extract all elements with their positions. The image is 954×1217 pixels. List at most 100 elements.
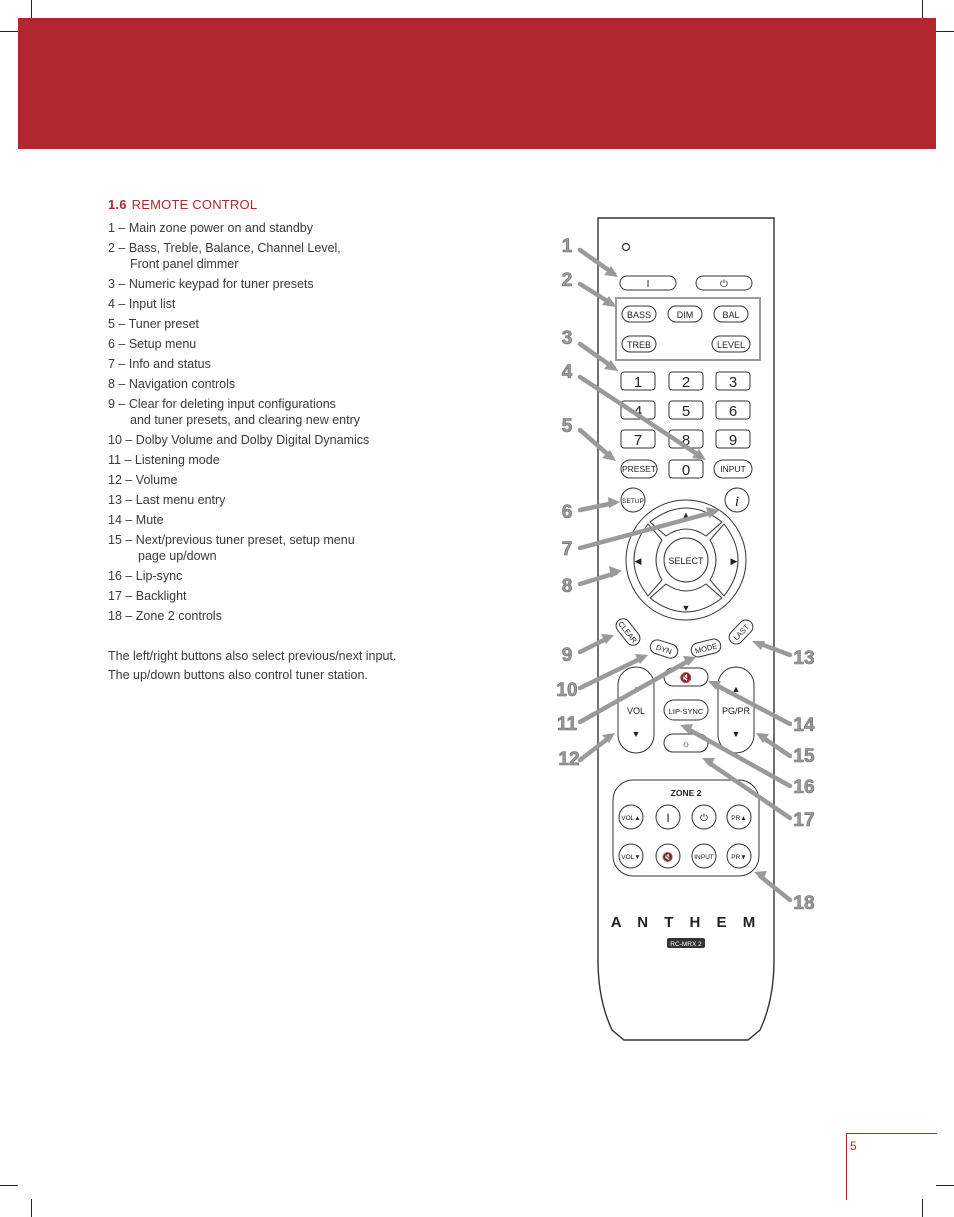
- page-number: 5: [850, 1139, 857, 1153]
- legend-item: 5 – Tuner preset: [108, 317, 200, 331]
- nav-down-arrow-icon: ▼: [682, 603, 691, 613]
- digit-0-button[interactable]: [668, 459, 704, 479]
- crop-mark: [936, 31, 954, 32]
- nav-left-button[interactable]: [633, 523, 663, 597]
- callout-number: 4: [562, 362, 573, 383]
- notes: The left/right buttons also select previ…: [108, 647, 396, 685]
- digit-5-button[interactable]: [668, 400, 704, 420]
- zone2-input-button[interactable]: [691, 843, 717, 869]
- lipsync-button[interactable]: [663, 699, 709, 721]
- treb-button[interactable]: [621, 335, 657, 353]
- legend-item-continued: page up/down: [138, 549, 217, 563]
- callout-number: 16: [793, 777, 814, 798]
- info-button[interactable]: [724, 487, 750, 513]
- bass-button[interactable]: [621, 305, 657, 323]
- digit-9-button[interactable]: [715, 429, 751, 449]
- setup-button[interactable]: [620, 487, 646, 513]
- bal-button[interactable]: [713, 305, 749, 323]
- crop-mark: [0, 31, 18, 32]
- zone2-pr-down-button[interactable]: [726, 843, 752, 869]
- legend-item: 1 – Main zone power on and standby: [108, 221, 313, 235]
- callout-number: 6: [562, 502, 573, 523]
- callout-arrow: [755, 640, 793, 658]
- callout-number: 7: [562, 539, 573, 560]
- backlight-icon: ☼: [681, 739, 690, 750]
- arrowhead: [608, 497, 620, 508]
- zone2-mute-icon: 🔇: [662, 851, 673, 862]
- arrowhead: [702, 758, 715, 767]
- digit-6-label: 6: [729, 403, 737, 420]
- dim-button[interactable]: [667, 305, 703, 323]
- backlight-button[interactable]: [663, 733, 709, 753]
- arrowhead: [602, 450, 616, 461]
- callout-number: 1: [562, 236, 573, 257]
- info-icon: i: [735, 494, 739, 510]
- callout-number: 8: [562, 576, 573, 597]
- zone2-vol-down-button[interactable]: [618, 843, 644, 869]
- treb-label: TREB: [627, 340, 651, 350]
- vol-label: VOL: [627, 706, 645, 716]
- crop-mark: [922, 1199, 923, 1217]
- arrowhead: [680, 724, 693, 734]
- zone2-standby-button[interactable]: [691, 804, 717, 830]
- pgpr-label: PG/PR: [722, 706, 751, 716]
- arrowhead: [604, 360, 618, 371]
- dyn-button[interactable]: DYN: [649, 638, 680, 660]
- zone2-power-on-label: I: [666, 811, 669, 825]
- digit-7-button[interactable]: [620, 429, 656, 449]
- arrowhead: [683, 656, 696, 666]
- volume-rocker[interactable]: [617, 666, 655, 754]
- digit-2-label: 2: [682, 374, 690, 391]
- zone2-mute-button[interactable]: [655, 843, 681, 869]
- arrowhead: [692, 449, 706, 460]
- model-badge: [667, 938, 705, 948]
- level-label: LEVEL: [717, 340, 745, 350]
- nav-down-button[interactable]: [649, 583, 723, 613]
- zone2-title: ZONE 2: [671, 788, 702, 798]
- pgpr-down-arrow-icon: ▼: [732, 729, 741, 739]
- digit-4-button[interactable]: [620, 400, 656, 420]
- mode-button[interactable]: MODE: [690, 638, 722, 659]
- power-on-button[interactable]: [619, 275, 677, 291]
- legend-item: 11 – Listening mode: [108, 453, 220, 467]
- select-button[interactable]: [663, 537, 709, 583]
- digit-1-button[interactable]: [620, 371, 656, 391]
- note-line: The up/down buttons also control tuner s…: [108, 668, 368, 682]
- status-led: [621, 242, 631, 252]
- legend-item: 2 – Bass, Treble, Balance, Channel Level…: [108, 241, 341, 255]
- nav-up-arrow-icon: ▲: [682, 510, 691, 520]
- section-number: 1.6: [108, 197, 127, 212]
- callout-number: 13: [793, 648, 814, 669]
- callout-number: 3: [562, 328, 573, 349]
- arrowhead: [752, 641, 765, 650]
- legend-item: 6 – Setup menu: [108, 337, 197, 351]
- section-title-text: REMOTE CONTROL: [131, 197, 258, 212]
- digit-0-label: 0: [682, 462, 690, 479]
- mute-icon: 🔇: [680, 671, 692, 684]
- standby-button[interactable]: [695, 275, 753, 291]
- zone2-pr-down-label: PR▼: [731, 854, 746, 861]
- nav-right-button[interactable]: [709, 523, 739, 597]
- digit-7-label: 7: [634, 432, 642, 449]
- digit-2-button[interactable]: [668, 371, 704, 391]
- input-button[interactable]: [713, 459, 753, 479]
- arrowhead: [602, 296, 616, 307]
- digit-6-button[interactable]: [715, 400, 751, 420]
- zone2-vol-up-button[interactable]: [618, 804, 644, 830]
- zone2-pr-up-button[interactable]: [726, 804, 752, 830]
- preset-button[interactable]: [620, 459, 658, 479]
- brand-logo: A N T H E M: [611, 914, 761, 931]
- legend-item: 17 – Backlight: [108, 589, 187, 603]
- power-on-label: I: [647, 279, 650, 290]
- digit-3-button[interactable]: [715, 371, 751, 391]
- callout-arrow: [577, 374, 703, 459]
- dim-label: DIM: [677, 310, 694, 320]
- note-line: The left/right buttons also select previ…: [108, 649, 397, 663]
- nav-right-arrow-icon: ▶: [731, 556, 738, 566]
- zone2-power-on-button[interactable]: [655, 804, 681, 830]
- zone2-input-label: INPUT: [694, 854, 714, 861]
- level-button[interactable]: [711, 335, 751, 353]
- arrowhead: [601, 634, 614, 644]
- bass-label: BASS: [627, 310, 651, 320]
